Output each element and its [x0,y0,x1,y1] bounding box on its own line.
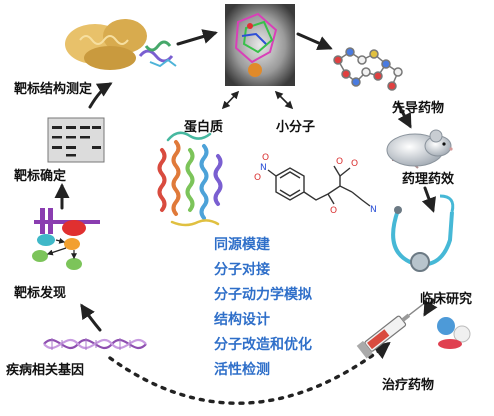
atom-n-nitro: N [260,163,267,173]
atom-o-nitro-top: O [262,153,269,163]
method-molecular-docking: 分子对接 [214,261,270,278]
arrow-pharmacology-to-clinical [421,186,436,213]
arrow-lead-to-pharmacology [396,102,412,129]
atom-o-carbonyl: O [336,157,343,167]
small-molecule-formula [267,165,371,207]
arrow-gene-to-discovery [80,303,102,332]
arrow-confirmation-to-structure [88,82,113,109]
syringe-pills-image [356,303,471,359]
label-lead-drug: 先导药物 [392,100,444,116]
label-pharmacodynamics: 药理药效 [402,171,455,187]
molecule-atom-labels: N O O O O O N [254,153,377,216]
atom-o-ester: O [330,206,337,216]
methods-list: 同源模建 分子对接 分子动力学模拟 结构设计 分子改造和优化 活性检测 [214,236,312,378]
arrow-clinical-to-drug [423,298,438,317]
label-target-discovery: 靶标发现 [14,285,66,301]
atom-n-azide: N [370,205,377,215]
label-target-structure: 靶标结构测定 [14,81,92,97]
atom-o-nitro-bottom: O [254,173,261,183]
center-pointers [221,90,294,110]
docking-surface-image [225,4,295,86]
pointer-protein [221,90,240,110]
method-molecular-dynamics: 分子动力学模拟 [214,286,312,303]
center-labels: 蛋白质 小分子 [184,119,315,135]
cycle-arrows [54,29,438,405]
arrow-docking-to-lead [296,32,333,51]
method-molecule-optimization: 分子改造和优化 [214,336,312,353]
mouse-image [386,129,453,169]
pointer-small-molecule [274,90,294,110]
lead-molecule-image [333,47,403,91]
label-protein: 蛋白质 [184,119,223,135]
stethoscope-image [391,194,455,272]
atom-o-ketone: O [351,159,358,169]
method-structure-design: 结构设计 [214,311,270,328]
label-disease-gene: 疾病相关基因 [6,362,84,378]
label-target-confirmation: 靶标确定 [14,168,66,184]
target-pathway-image [32,208,100,270]
protein-structure-image [65,19,177,70]
stage-labels: 靶标结构测定 先导药物 药理药效 临床研究 治疗药物 疾病相关基因 靶标发现 靶… [6,81,472,393]
method-homology-modeling: 同源模建 [214,236,270,253]
label-therapeutic-drug: 治疗药物 [382,377,434,393]
method-activity-assay: 活性检测 [214,361,270,378]
gel-blot-image [47,117,105,163]
label-small-molecule: 小分子 [276,119,315,135]
dna-helix-image [43,338,147,350]
arrow-gene-to-drug-dashed [108,341,391,405]
label-clinical-research: 临床研究 [420,291,472,307]
arrow-structure-to-docking [176,29,218,46]
ribbon-protein-image [157,131,223,227]
